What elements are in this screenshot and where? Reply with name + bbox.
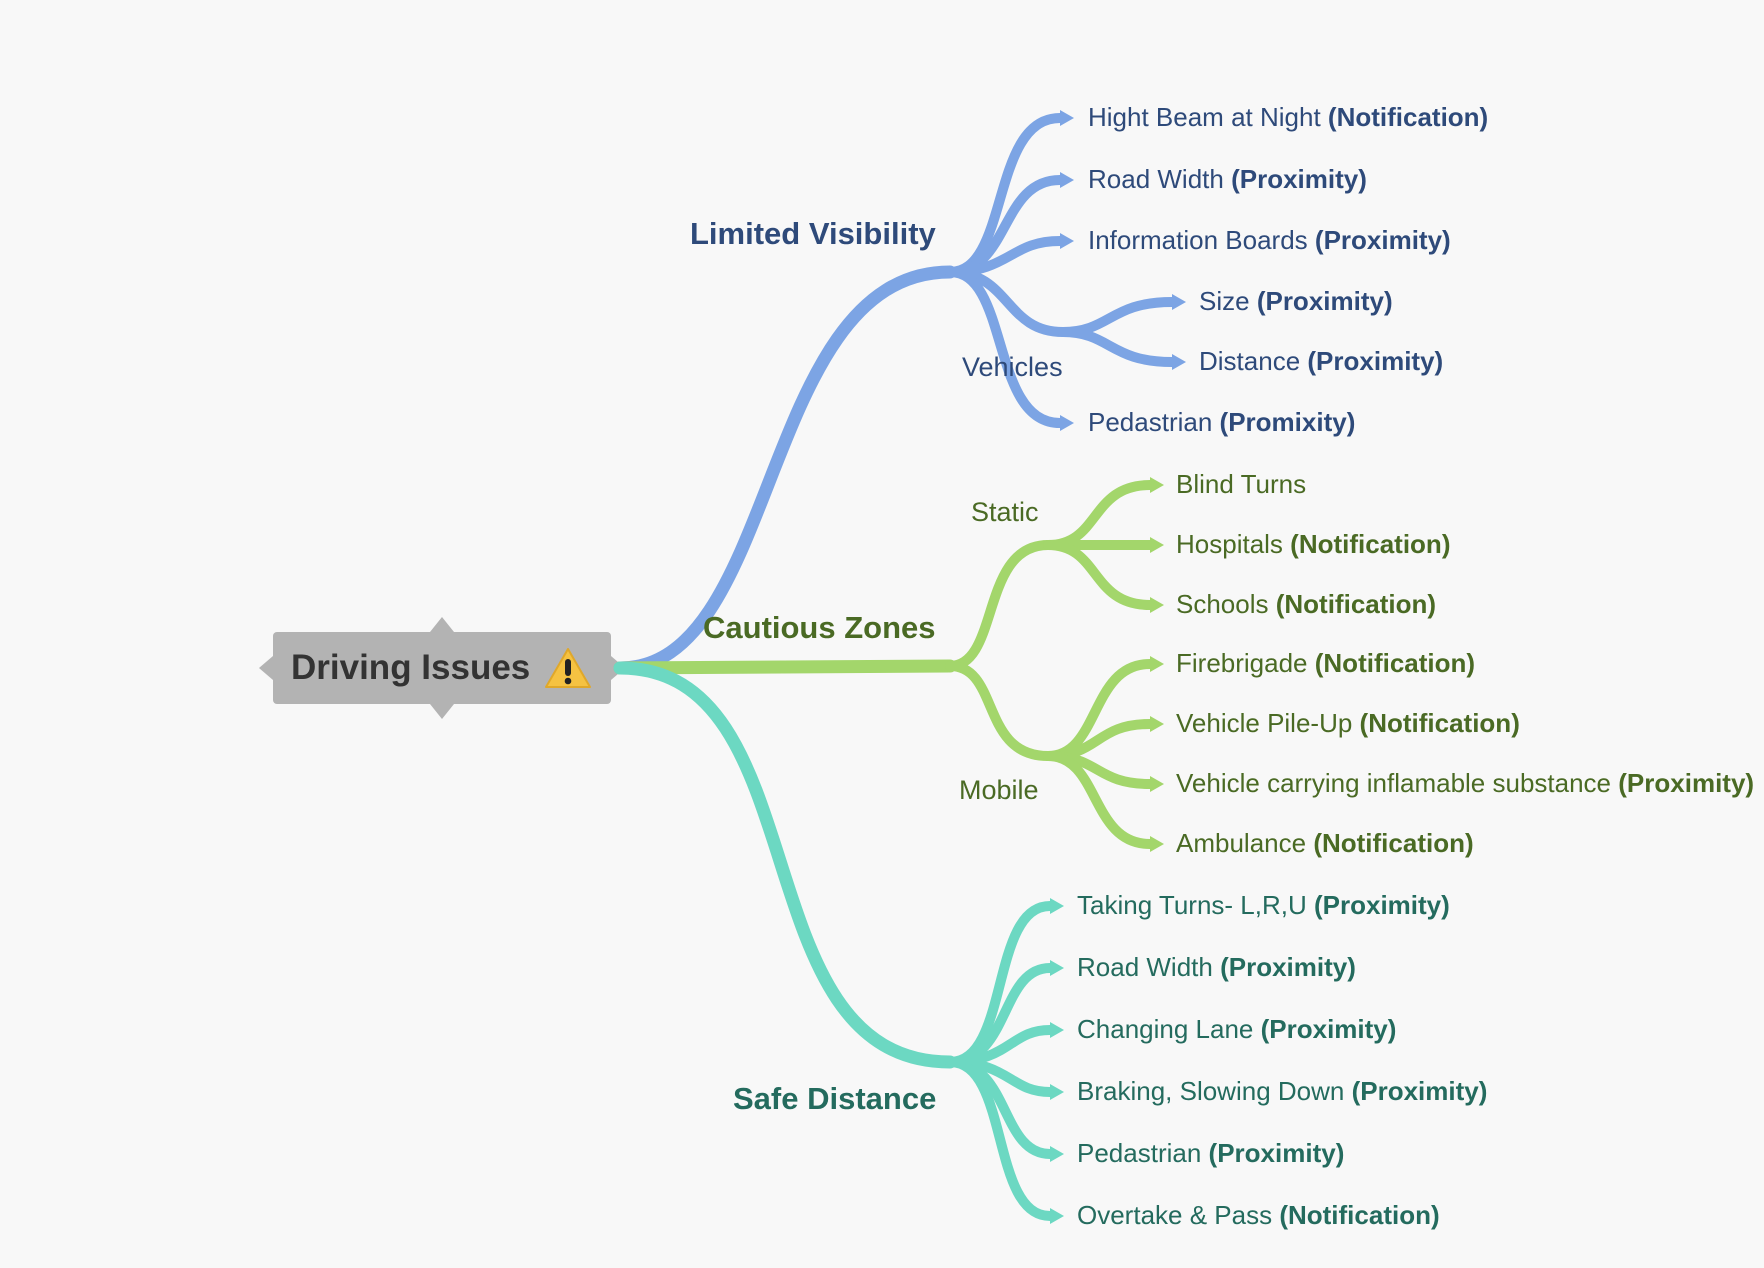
safe-fork (945, 901, 1055, 1221)
branch-label-visibility: Limited Visibility (690, 216, 936, 251)
leaf-tag: (Proximity) (1260, 1014, 1397, 1044)
branch-label-cautious: Cautious Zones (703, 610, 936, 645)
root-label: Driving Issues (291, 648, 531, 687)
branch-label-safe: Safe Distance (733, 1081, 937, 1116)
leaf-text: Schools (1176, 589, 1269, 619)
leaf-tag: (Proximity) (1618, 768, 1755, 798)
leaf-text: Taking Turns- L,R,U (1077, 890, 1307, 920)
leaf-item: Changing Lane (Proximity) (1077, 1016, 1396, 1042)
leaf-tag: (Promixity) (1219, 407, 1356, 437)
root-bottom-tip (430, 704, 454, 719)
branch-cautious (613, 659, 957, 675)
root-top-tip (430, 617, 454, 632)
leaf-item: Pedastrian (Proximity) (1077, 1140, 1344, 1166)
leaf-item: Braking, Slowing Down (Proximity) (1077, 1078, 1487, 1104)
root-left-tip (259, 656, 273, 680)
leaf-item: Road Width (Proximity) (1088, 166, 1367, 192)
warning-icon (544, 646, 592, 690)
leaf-tag: (Proximity) (1351, 1076, 1488, 1106)
leaf-item: Size (Proximity) (1199, 288, 1393, 314)
leaf-text: Firebrigade (1176, 648, 1308, 678)
sub-label-mobile: Mobile (959, 775, 1039, 805)
cautious-fork (945, 480, 1155, 849)
leaf-text: Vehicle Pile-Up (1176, 708, 1353, 738)
leaf-text: Blind Turns (1176, 469, 1307, 499)
leaf-item: Firebrigade (Notification) (1176, 650, 1475, 676)
leaf-item: Blind Turns (1176, 471, 1306, 497)
sub-label-static: Static (971, 497, 1039, 527)
leaf-text: Pedastrian (1077, 1138, 1202, 1168)
leaf-text: Road Width (1088, 164, 1224, 194)
leaf-text: Hospitals (1176, 529, 1283, 559)
leaf-item: Information Boards (Proximity) (1088, 227, 1451, 253)
sub-label-vehicles: Vehicles (962, 352, 1063, 382)
leaf-text: Braking, Slowing Down (1077, 1076, 1345, 1106)
leaf-tag: (Proximity) (1256, 286, 1393, 316)
arrow-tips-visibility (1060, 110, 1186, 431)
leaf-text: Distance (1199, 346, 1301, 376)
leaf-item: Pedastrian (Promixity) (1088, 409, 1355, 435)
root-node: Driving Issues (273, 632, 611, 704)
leaf-tag: (Notification) (1279, 1200, 1440, 1230)
leaf-item: Road Width (Proximity) (1077, 954, 1356, 980)
leaf-item: Hight Beam at Night (Notification) (1088, 104, 1488, 130)
branch-visibility (613, 265, 957, 675)
leaf-item: Vehicle Pile-Up (Notification) (1176, 710, 1520, 736)
arrow-tips-cautious (1150, 477, 1164, 852)
leaf-text: Changing Lane (1077, 1014, 1254, 1044)
leaf-item: Ambulance (Notification) (1176, 830, 1474, 856)
leaf-tag: (Notification) (1313, 828, 1474, 858)
leaf-tag: (Proximity) (1208, 1138, 1345, 1168)
leaf-text: Information Boards (1088, 225, 1308, 255)
leaf-tag: (Proximity) (1220, 952, 1356, 982)
leaf-item: Vehicle carrying inflamable substance (P… (1176, 770, 1754, 796)
visibility-fork (945, 113, 1177, 428)
leaf-text: Pedastrian (1088, 407, 1213, 437)
leaf-text: Ambulance (1176, 828, 1307, 858)
leaf-item: Taking Turns- L,R,U (Proximity) (1077, 892, 1450, 918)
leaf-item: Schools (Notification) (1176, 591, 1436, 617)
leaf-text: Size (1199, 286, 1250, 316)
leaf-tag: (Proximity) (1231, 164, 1367, 194)
leaf-tag: (Notification) (1359, 708, 1520, 738)
leaf-text: Overtake & Pass (1077, 1200, 1273, 1230)
arrow-tips-safe (1050, 898, 1064, 1224)
leaf-item: Hospitals (Notification) (1176, 531, 1450, 557)
branch-safe (613, 661, 957, 1069)
leaf-tag: (Notification) (1275, 589, 1437, 619)
leaf-text: Vehicle carrying inflamable substance (1176, 768, 1612, 798)
leaf-tag: (Notification) (1327, 102, 1489, 132)
leaf-tag: (Notification) (1314, 648, 1476, 678)
leaf-text: Hight Beam at Night (1088, 102, 1321, 132)
leaf-tag: (Notification) (1290, 529, 1451, 559)
leaf-item: Distance (Proximity) (1199, 348, 1443, 374)
leaf-tag: (Proximity) (1307, 346, 1444, 376)
leaf-text: Road Width (1077, 952, 1213, 982)
leaf-tag: (Proximity) (1313, 890, 1450, 920)
leaf-item: Overtake & Pass (Notification) (1077, 1202, 1440, 1228)
leaf-tag: (Proximity) (1314, 225, 1451, 255)
